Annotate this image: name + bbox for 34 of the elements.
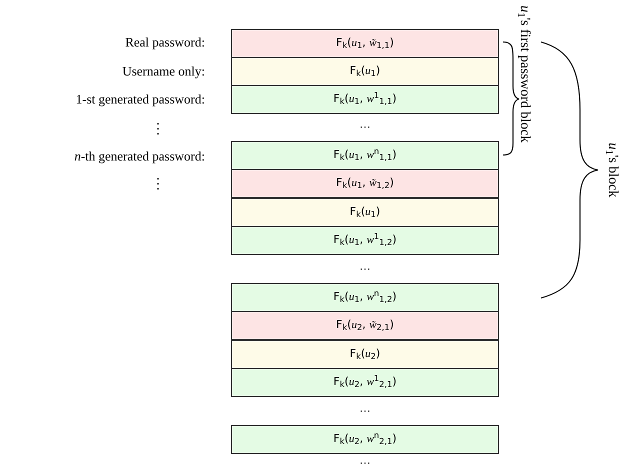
- hash-row: [231, 29, 499, 58]
- ellipsis: ⋯: [360, 458, 370, 469]
- row-label: Username only:: [122, 64, 205, 78]
- formula-text: F$_{k}$(u$_{1}$, w$^{1}$$_{1,2}$): [333, 232, 397, 248]
- formula-text: F$_{k}$(u$_{2}$, w̃$_{2,1}$): [336, 317, 394, 334]
- hash-row: [231, 283, 499, 312]
- formula-text: F$_{k}$(u$_{1}$, w$^{1}$$_{1,1}$): [333, 91, 397, 108]
- row-label: n-th generated password:: [74, 150, 205, 162]
- formula-text: F$_{k}$(u$_{1}$, w̃$_{1,2}$): [336, 175, 394, 192]
- row-label: 1-st generated password:: [76, 92, 205, 106]
- hash-row: [231, 425, 499, 454]
- hash-row: [231, 368, 499, 396]
- formula-text: F$_{k}$(u$_{2}$, w$^{n}$$_{2,1}$): [333, 431, 397, 448]
- vertical-ellipsis: ⋮: [151, 123, 165, 137]
- formula-text: F$_{k}$(u$_{1}$, w$^{n}$$_{1,1}$): [333, 147, 397, 164]
- row-label: Real password:: [125, 36, 205, 48]
- hash-row: [231, 198, 499, 226]
- vertical-ellipsis: ⋮: [151, 178, 165, 192]
- hash-row: [231, 311, 499, 340]
- ellipsis: ⋯: [360, 122, 370, 134]
- hash-row: [231, 340, 499, 368]
- formula-text: F$_{k}$(u$_{1}$): [350, 204, 380, 220]
- formula-text: F$_{k}$(u$_{2}$): [350, 346, 380, 362]
- hash-row: [231, 169, 499, 198]
- hash-row: [231, 85, 499, 114]
- hash-row: [231, 141, 499, 170]
- formula-text: F$_{k}$(u$_{1}$, w̃$_{1,1}$): [336, 35, 394, 52]
- formula-text: F$_{k}$(u$_{1}$, w$^{n}$$_{1,2}$): [333, 289, 397, 306]
- formula-text: F$_{k}$(u$_{1}$): [350, 63, 380, 80]
- ellipsis: ⋯: [360, 406, 370, 418]
- formula-text: F$_{k}$(u$_{2}$, w$^{1}$$_{2,1}$): [333, 374, 397, 390]
- ellipsis: ⋯: [360, 264, 370, 276]
- hash-row: [231, 226, 499, 254]
- hash-row: [231, 57, 499, 86]
